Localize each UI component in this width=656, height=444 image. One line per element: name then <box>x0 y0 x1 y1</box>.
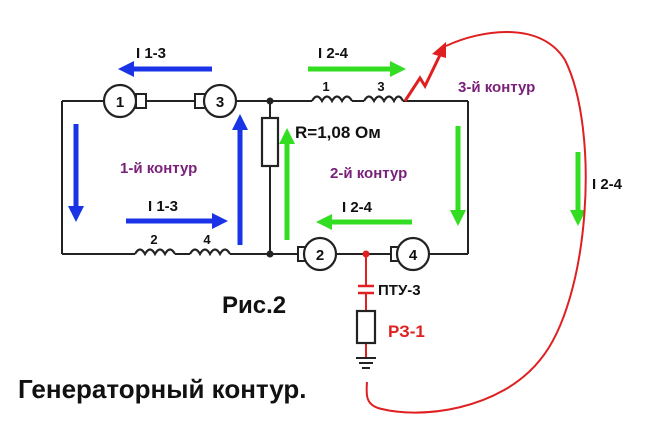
fault-lightning-icon <box>403 42 446 102</box>
loop-1-label: 1-й контур <box>120 160 197 177</box>
coil-bottom-2: 2 <box>134 232 176 257</box>
loop-2-label: 2-й контур <box>330 165 407 182</box>
resistor <box>260 116 280 168</box>
arrow-i24-top <box>308 61 406 77</box>
arrow-i13-top <box>118 61 212 77</box>
machine-1: 1 <box>102 83 147 119</box>
relay-rz1-label: РЗ-1 <box>388 322 425 341</box>
label-i24-middle: I 2-4 <box>342 199 373 216</box>
loop-3-label: 3-й контур <box>458 79 535 96</box>
coil-top-1-label: 1 <box>322 79 329 94</box>
coil-bottom-4: 4 <box>189 232 231 257</box>
figure-label: Рис.2 <box>222 292 286 319</box>
machine-2: 2 <box>297 236 338 272</box>
machine-1-label: 1 <box>116 94 124 111</box>
arrow-loop1-left-down <box>68 124 84 222</box>
ground-icon <box>356 357 376 369</box>
ground-branch <box>358 254 374 358</box>
machine-4-label: 4 <box>409 247 418 264</box>
arrow-loop2-right-down <box>450 126 466 226</box>
machine-3-label: 3 <box>216 94 224 111</box>
label-i13-bottom: I 1-3 <box>148 198 178 215</box>
machine-3: 3 <box>194 83 238 119</box>
coil-top-3: 3 <box>363 79 404 104</box>
diagram-caption: Генераторный контур. <box>18 374 307 404</box>
coil-top-3-label: 3 <box>377 79 384 94</box>
junction-dot-bottom <box>266 250 274 258</box>
arrow-loop1-right-up <box>232 114 248 245</box>
label-i24-far-right: I 2-4 <box>592 176 623 193</box>
junction-dot-top <box>266 97 274 105</box>
relay-rz1 <box>355 309 377 345</box>
circuit-wires <box>61 100 469 255</box>
coil-bottom-4-label: 4 <box>203 232 211 247</box>
contact-pty3-label: ПТУ-3 <box>378 282 421 299</box>
resistor-label: R=1,08 Ом <box>295 123 381 142</box>
label-i13-top: I 1-3 <box>136 45 166 62</box>
arrow-i13-bottom <box>126 213 228 229</box>
coil-bottom-2-label: 2 <box>150 232 157 247</box>
arrow-i24-middle <box>316 214 412 230</box>
external-fault-loop <box>365 31 587 414</box>
machine-4: 4 <box>390 236 431 272</box>
coil-top-1: 1 <box>311 79 353 104</box>
machine-2-label: 2 <box>316 247 324 264</box>
label-i24-top: I 2-4 <box>318 45 349 62</box>
arrow-i24-far-right <box>570 152 586 226</box>
arrow-loop2-left-up <box>279 128 295 240</box>
